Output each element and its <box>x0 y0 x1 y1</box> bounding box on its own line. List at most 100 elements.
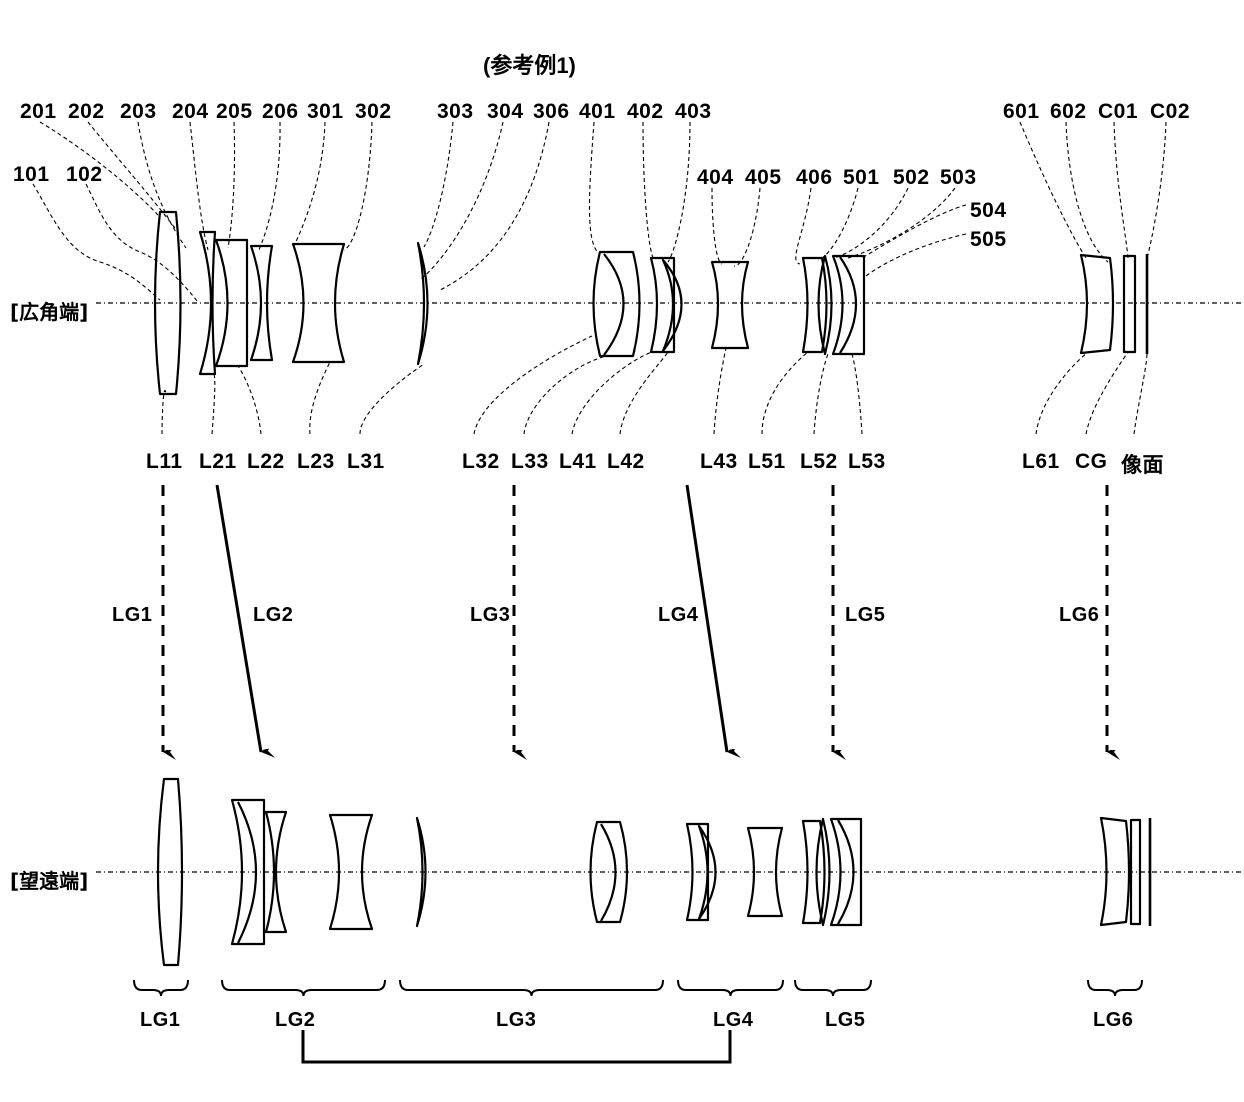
group-arrow-label-LG5: LG5 <box>845 604 886 626</box>
bracket-LG1 <box>133 979 189 997</box>
lens-element-L31 <box>291 242 346 364</box>
callout-102: 102 <box>66 163 103 186</box>
element-label-L22: L22 <box>247 450 285 473</box>
element-label-L41: L41 <box>559 450 597 473</box>
element-label-L53: L53 <box>848 450 886 473</box>
callout-202: 202 <box>68 100 105 123</box>
lens-element-L33-tele-inner <box>600 823 617 922</box>
element-label-L33: L33 <box>511 450 549 473</box>
element-label-L61: L61 <box>1022 450 1060 473</box>
callout-101: 101 <box>13 163 50 186</box>
callout-505: 505 <box>970 228 1007 251</box>
element-label-L42: L42 <box>607 450 645 473</box>
element-label-L21: L21 <box>199 450 237 473</box>
callout-C02: C02 <box>1150 100 1191 123</box>
leader-lines-second <box>32 183 967 303</box>
row-label-wide: [広角端] <box>10 300 89 324</box>
lens-element-L42-tele <box>697 824 717 921</box>
lens-row-tele <box>156 777 1152 967</box>
lens-element-L11-tele <box>156 777 184 967</box>
lens-element-L51-tele <box>801 819 826 925</box>
callout-503: 503 <box>940 166 977 189</box>
element-label-L43: L43 <box>700 450 738 473</box>
element-label-L32: L32 <box>462 450 500 473</box>
callout-405: 405 <box>745 166 782 189</box>
movement-arrow-LG4 <box>685 484 727 752</box>
lens-element-L43-tele <box>746 826 784 918</box>
lens-element-L33 <box>592 250 641 358</box>
lens-element-L32-tele <box>415 816 427 928</box>
lens-element-L53-tele-inner <box>837 819 855 925</box>
lens-element-L21-tele <box>230 798 266 946</box>
group-movement-arrows <box>161 484 1107 752</box>
bracket-LG3 <box>399 979 664 997</box>
callout-404: 404 <box>697 166 734 189</box>
callout-304: 304 <box>487 100 524 123</box>
bracket-LG4 <box>677 979 784 997</box>
callout-402: 402 <box>627 100 664 123</box>
group-arrow-label-LG6: LG6 <box>1059 604 1100 626</box>
callout-C01: C01 <box>1098 100 1139 123</box>
bracket-label-LG1: LG1 <box>140 1009 181 1031</box>
bracket-LG2 <box>221 979 386 997</box>
bracket-label-LG4: LG4 <box>713 1009 754 1031</box>
figure-title: (参考例1) <box>483 53 576 78</box>
bracket-label-LG2: LG2 <box>275 1009 316 1031</box>
lens-element-L21 <box>198 230 217 376</box>
element-label-CG: CG <box>1075 450 1108 473</box>
callout-502: 502 <box>893 166 930 189</box>
element-label-L51: L51 <box>748 450 786 473</box>
callout-501: 501 <box>843 166 880 189</box>
leader-lines-bottom <box>161 335 1148 435</box>
lens-element-L53 <box>831 254 866 356</box>
lens-element-L31-tele <box>328 813 374 931</box>
group-arrow-label-LG1: LG1 <box>112 604 153 626</box>
lens-element-L11 <box>153 210 182 396</box>
callout-206: 206 <box>262 100 299 123</box>
lens-element-L41 <box>649 256 676 354</box>
lens-element-L52 <box>817 254 833 356</box>
element-label-L31: L31 <box>347 450 385 473</box>
element-label-L23: L23 <box>297 450 335 473</box>
cover-glass-CG-tele <box>1129 818 1142 926</box>
callout-306: 306 <box>533 100 570 123</box>
bracket-label-LG5: LG5 <box>825 1009 866 1031</box>
callout-201: 201 <box>20 100 57 123</box>
cover-glass-CG <box>1122 254 1137 354</box>
callout-301: 301 <box>307 100 344 123</box>
callout-401: 401 <box>579 100 616 123</box>
lens-element-L42 <box>661 258 683 353</box>
callout-602: 602 <box>1050 100 1087 123</box>
lens-element-L52-tele <box>815 817 831 927</box>
bracket-LG6 <box>1087 979 1143 997</box>
callout-504: 504 <box>970 199 1007 222</box>
lens-element-L43 <box>710 260 750 350</box>
leader-lines-top <box>39 121 1167 291</box>
callout-303: 303 <box>437 100 474 123</box>
callout-403: 403 <box>675 100 712 123</box>
group-arrow-label-LG4: LG4 <box>658 604 699 626</box>
bracket-label-LG6: LG6 <box>1093 1009 1134 1031</box>
group-arrow-label-LG3: LG3 <box>470 604 511 626</box>
callout-205: 205 <box>216 100 253 123</box>
lens-element-L33-inner <box>603 253 625 356</box>
bracket-label-LG3: LG3 <box>496 1009 537 1031</box>
lens-element-L23 <box>249 244 274 362</box>
lg2-lg4-link-bar <box>301 1030 732 1064</box>
callout-302: 302 <box>355 100 392 123</box>
lens-element-L61-tele <box>1099 816 1131 927</box>
lens-element-L32 <box>416 241 429 366</box>
element-label-像面: 像面 <box>1121 454 1164 477</box>
callout-204: 204 <box>172 100 209 123</box>
lens-element-L61 <box>1079 253 1115 355</box>
lens-element-L53-inner <box>839 256 857 354</box>
bracket-LG5 <box>794 979 872 997</box>
callout-203: 203 <box>120 100 157 123</box>
element-label-L11: L11 <box>146 450 183 473</box>
callout-406: 406 <box>796 166 833 189</box>
lens-element-L33-tele <box>589 820 629 924</box>
row-label-tele: [望遠端] <box>10 869 89 893</box>
lens-element-L21-tele-inner <box>237 801 257 944</box>
